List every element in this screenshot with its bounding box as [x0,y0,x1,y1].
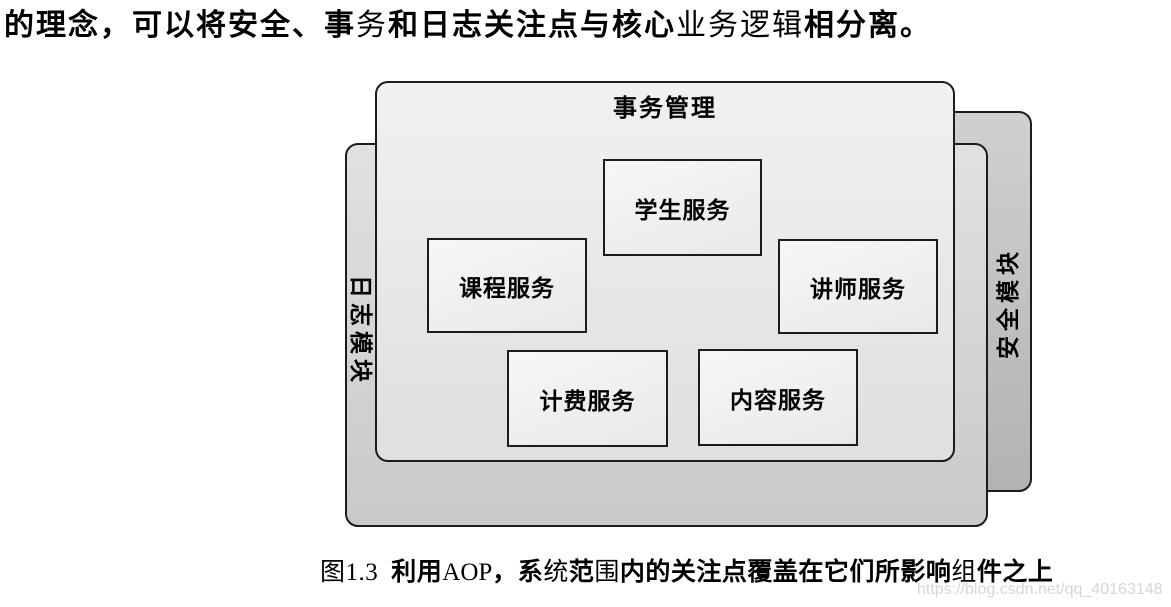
service-label-course: 课程服务 [459,275,555,301]
service-label-billing: 计费服务 [539,388,636,414]
caption-segment: 组 [951,559,977,586]
transaction-management-label: 事务管理 [613,96,717,122]
logging-module-label: 日志模块 [348,275,373,387]
service-box-content: 内容服务 [698,349,858,446]
intro-segment: 相分离。 [804,9,932,42]
figure-number: 图1.3 [320,559,379,586]
security-module-label: 安全模块 [996,247,1021,359]
service-box-student: 学生服务 [603,159,762,256]
caption-segment: 件之上 [976,558,1054,586]
service-box-course: 课程服务 [427,238,587,333]
intro-segment: 业务逻辑 [676,9,804,42]
service-box-instructor: 讲师服务 [778,239,938,334]
intro-segment: 和日志关注点与核心 [388,9,676,42]
caption-segment: ，系 [492,558,544,586]
caption-segment: 围 [594,559,620,586]
caption-segment: 内的关注点覆盖在它们所影响 [619,558,952,586]
service-box-billing: 计费服务 [507,350,668,447]
service-label-instructor: 讲师服务 [810,276,906,302]
figure-caption: 图1.3 利用AOP，系统范围内的关注点覆盖在它们所影响组件之上 [320,552,1053,588]
service-label-student: 学生服务 [634,197,731,223]
caption-segment: AOP [442,559,493,586]
intro-segment: 的理念，可以将安全、事 [4,9,356,42]
watermark: https://blog.csdn.net/qq_40163148 [917,581,1163,598]
intro-segment: 务 [356,9,388,42]
intro-text: 的理念，可以将安全、事务和日志关注点与核心业务逻辑相分离。 [4,7,932,45]
caption-segment: 统 [543,559,569,586]
service-label-content: 内容服务 [730,387,826,413]
caption-segment: 范 [568,558,595,586]
caption-segment: 利用 [391,558,443,586]
